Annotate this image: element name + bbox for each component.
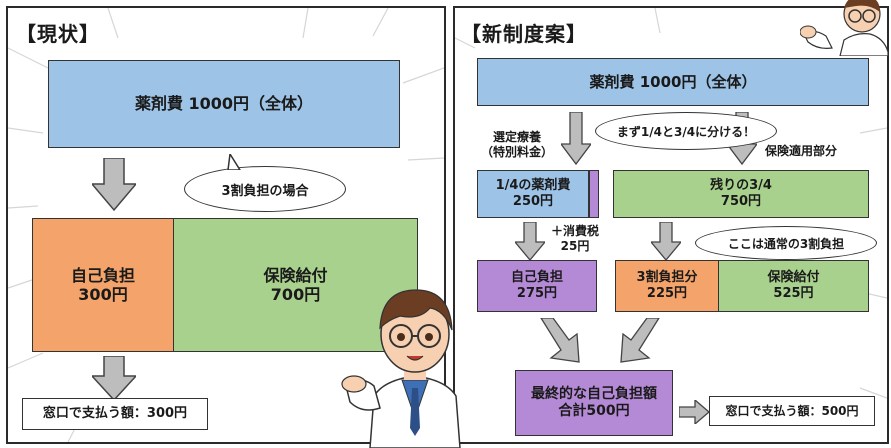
diagonal-arrow-icon	[540, 318, 580, 363]
tax-strip	[589, 170, 599, 218]
down-arrow-icon	[92, 158, 136, 212]
remaining-cost-box: 残りの3/4 750円	[613, 170, 869, 218]
bubble-tail	[227, 154, 241, 170]
proposal-self-pay-box: 自己負担 275円	[477, 260, 597, 312]
down-arrow-icon	[515, 222, 545, 262]
selected-care-label: 選定療養 （特別料金）	[481, 130, 553, 160]
quarter-cost-amount: 250円	[512, 194, 554, 209]
proposal-self-pay-label: 自己負担	[510, 270, 563, 286]
doctor-peeking-illustration	[800, 0, 889, 56]
doctor-character-illustration	[341, 289, 461, 448]
current-self-pay-box: 自己負担 300円	[32, 218, 174, 352]
proposal-insurance-amount: 525円	[773, 286, 814, 301]
speed-lines-background	[455, 8, 887, 399]
final-self-pay-label: 最終的な自己負担額	[531, 386, 657, 403]
split-speech-bubble: まず1/4と3/4に分ける！	[595, 112, 777, 150]
final-self-pay-amount: 合計500円	[558, 403, 630, 419]
speed-lines-background	[8, 8, 444, 442]
current-self-pay-label: 自己負担	[70, 265, 135, 285]
proposal-panel: 【新制度案】 薬剤費 1000円（全体） 選定療養 （特別料金） まず1/4と3…	[453, 6, 889, 444]
proposal-window-pay-box: 窓口で支払う額：500円	[709, 396, 875, 426]
proposal-window-pay-text: 窓口で支払う額：500円	[725, 403, 859, 418]
proposal-drug-cost-label: 薬剤費 1000円（全体）	[589, 73, 757, 91]
final-self-pay-box: 最終的な自己負担額 合計500円	[515, 370, 673, 436]
remaining-cost-label: 残りの3/4	[710, 178, 772, 194]
down-arrow-icon	[92, 356, 136, 402]
split-bubble-text: まず1/4と3/4に分ける！	[616, 124, 756, 139]
proposal-insurance-label: 保険給付	[767, 270, 820, 286]
current-window-pay-box: 窓口で支払う額：300円	[22, 398, 208, 430]
three-tenth-pay-amount: 225円	[646, 286, 688, 301]
current-insurance-label: 保険給付	[263, 265, 328, 285]
remaining-cost-amount: 750円	[720, 194, 762, 209]
normal-rate-speech-bubble: ここは通常の3割負担	[695, 226, 877, 260]
current-insurance-box: 保険給付 700円	[173, 218, 418, 352]
quarter-cost-label: 1/4の薬剤費	[495, 178, 571, 194]
current-title: 【現状】	[16, 22, 100, 46]
current-self-pay-amount: 300円	[78, 285, 128, 304]
consumption-tax-label: ＋消費税 25円	[551, 224, 599, 254]
current-panel: 【現状】 薬剤費 1000円（全体） 3割負担の場合 自己負担 300円 保険給…	[6, 6, 446, 444]
three-tenth-pay-box: 3割負担分 225円	[615, 260, 719, 312]
normal-rate-bubble-text: ここは通常の3割負担	[727, 236, 845, 251]
current-speech-bubble: 3割負担の場合	[184, 166, 346, 212]
proposal-self-pay-amount: 275円	[516, 286, 558, 301]
selected-care-line1: 選定療養	[493, 130, 542, 144]
proposal-title: 【新制度案】	[461, 22, 587, 46]
tax-line1: ＋消費税	[551, 224, 600, 238]
down-arrow-icon	[651, 222, 681, 262]
proposal-insurance-box: 保険給付 525円	[718, 260, 869, 312]
quarter-cost-box: 1/4の薬剤費 250円	[477, 170, 589, 218]
diagonal-arrow-icon	[620, 318, 660, 363]
current-drug-cost-label: 薬剤費 1000円（全体）	[134, 94, 314, 114]
current-window-pay-text: 窓口で支払う額：300円	[42, 406, 188, 422]
current-bubble-text: 3割負担の場合	[221, 183, 309, 199]
down-arrow-icon	[561, 112, 591, 166]
three-tenth-pay-label: 3割負担分	[636, 270, 698, 286]
proposal-drug-cost-box: 薬剤費 1000円（全体）	[477, 58, 869, 106]
current-drug-cost-box: 薬剤費 1000円（全体）	[48, 60, 400, 148]
tax-line2: 25円	[560, 239, 590, 253]
current-insurance-amount: 700円	[270, 285, 321, 304]
right-arrow-icon	[679, 400, 709, 424]
insured-part-label: 保険適用部分	[765, 144, 838, 158]
selected-care-line2: （特別料金）	[481, 145, 554, 159]
